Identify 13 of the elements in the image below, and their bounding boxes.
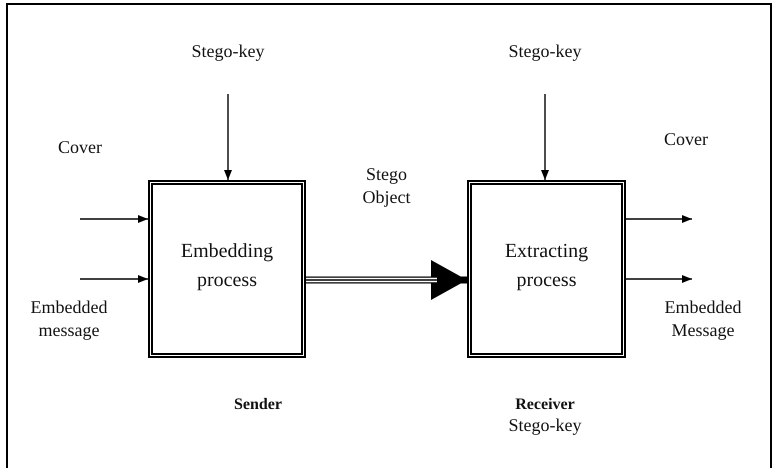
input-label: Embedded message — [30, 296, 108, 342]
process-label: Extracting process — [504, 239, 590, 293]
key-label: Stego-key — [508, 40, 582, 63]
key-label: Stego-key — [190, 40, 266, 63]
output-label: Cover — [663, 128, 709, 151]
role-label: Receiver — [514, 395, 576, 415]
process-box — [467, 180, 626, 358]
output-label: Embedded Message — [664, 296, 742, 342]
input-label: Cover — [57, 136, 103, 159]
process-box — [148, 180, 306, 358]
process-label: Embedding process — [180, 239, 274, 293]
key-label: Stego-key — [508, 414, 582, 437]
role-label: Sender — [233, 395, 283, 415]
